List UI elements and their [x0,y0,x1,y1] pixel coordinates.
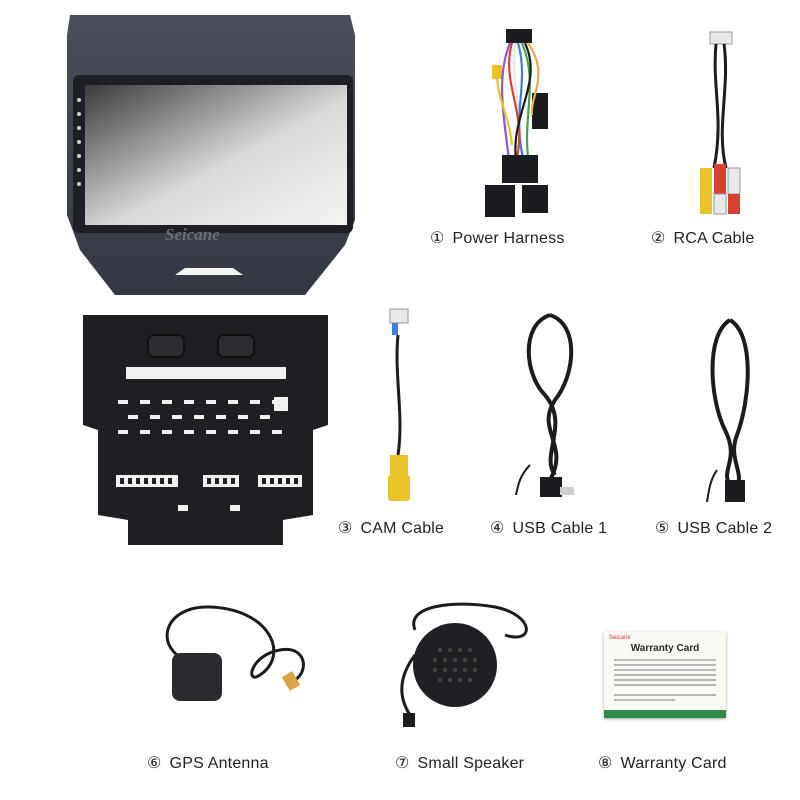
item-name: Warranty Card [620,755,727,772]
item-number: ① [430,230,445,247]
usb-cable-2-image [706,318,750,503]
warranty-card-title: Warranty Card [630,643,700,654]
item-number: ⑧ [598,755,613,772]
item-label-usb-cable-1: ④ USB Cable 1 [490,518,607,538]
usb-cable-1-image [515,313,574,497]
item-label-gps-antenna: ⑥ GPS Antenna [147,753,269,773]
mounting-bracket [83,315,328,545]
warranty-card-text-lines [614,659,716,701]
cam-cable-image [388,308,410,501]
item-number: ④ [490,520,505,537]
power-harness-image [485,29,548,217]
item-name: Power Harness [452,230,565,247]
item-label-small-speaker: ⑦ Small Speaker [395,753,524,773]
item-name: Small Speaker [417,755,525,772]
item-name: USB Cable 1 [512,520,608,537]
item-number: ⑤ [655,520,670,537]
item-name: GPS Antenna [169,755,269,772]
item-label-power-harness: ① Power Harness [430,228,565,248]
item-label-rca-cable: ② RCA Cable [651,228,755,248]
item-label-cam-cable: ③ CAM Cable [338,518,444,538]
small-speaker-image [400,602,528,727]
item-name: RCA Cable [673,230,755,247]
gps-antenna-image [165,605,305,701]
item-number: ⑥ [147,755,162,772]
rca-cable-image [700,31,741,215]
radio-head-unit [67,15,355,295]
item-number: ⑦ [395,755,410,772]
item-name: CAM Cable [360,520,445,537]
radio-brand-logo: Seicane [165,225,220,244]
warranty-card: Seicane Warranty Card [604,632,726,718]
item-number: ② [651,230,666,247]
warranty-card-stripe [604,710,726,718]
item-number: ③ [338,520,353,537]
item-label-usb-cable-2: ⑤ USB Cable 2 [655,518,772,538]
warranty-card-brand: Seicane [609,635,631,641]
item-label-warranty-card: ⑧ Warranty Card [598,753,727,773]
item-name: USB Cable 2 [677,520,773,537]
